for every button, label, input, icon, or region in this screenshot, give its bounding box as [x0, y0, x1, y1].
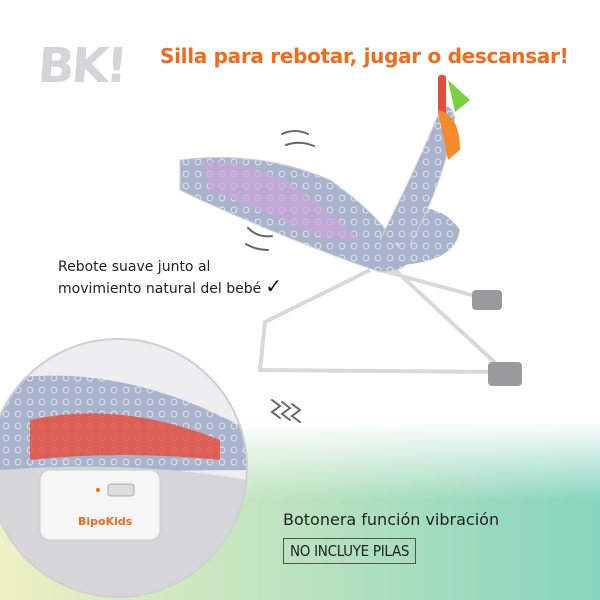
headline: Silla para rebotar, jugar o descansar! [160, 44, 569, 68]
no-batteries-badge: NO INCLUYE PILAS [283, 538, 417, 564]
bounce-note: Rebote suave junto al movimiento natural… [58, 258, 282, 299]
note-line-2: movimiento natural del bebé [58, 281, 262, 297]
brand-logo: BK! [36, 38, 127, 94]
device-brand-label: BipoKids [78, 515, 133, 528]
check-icon: ✓ [265, 274, 282, 298]
chair-frame [257, 268, 507, 374]
vibration-unit-inset: BipoKids [0, 338, 248, 598]
note-line-1: Rebote suave junto al [58, 259, 211, 275]
feature-label: Botonera función vibración [283, 510, 500, 529]
inset-border [0, 338, 248, 598]
